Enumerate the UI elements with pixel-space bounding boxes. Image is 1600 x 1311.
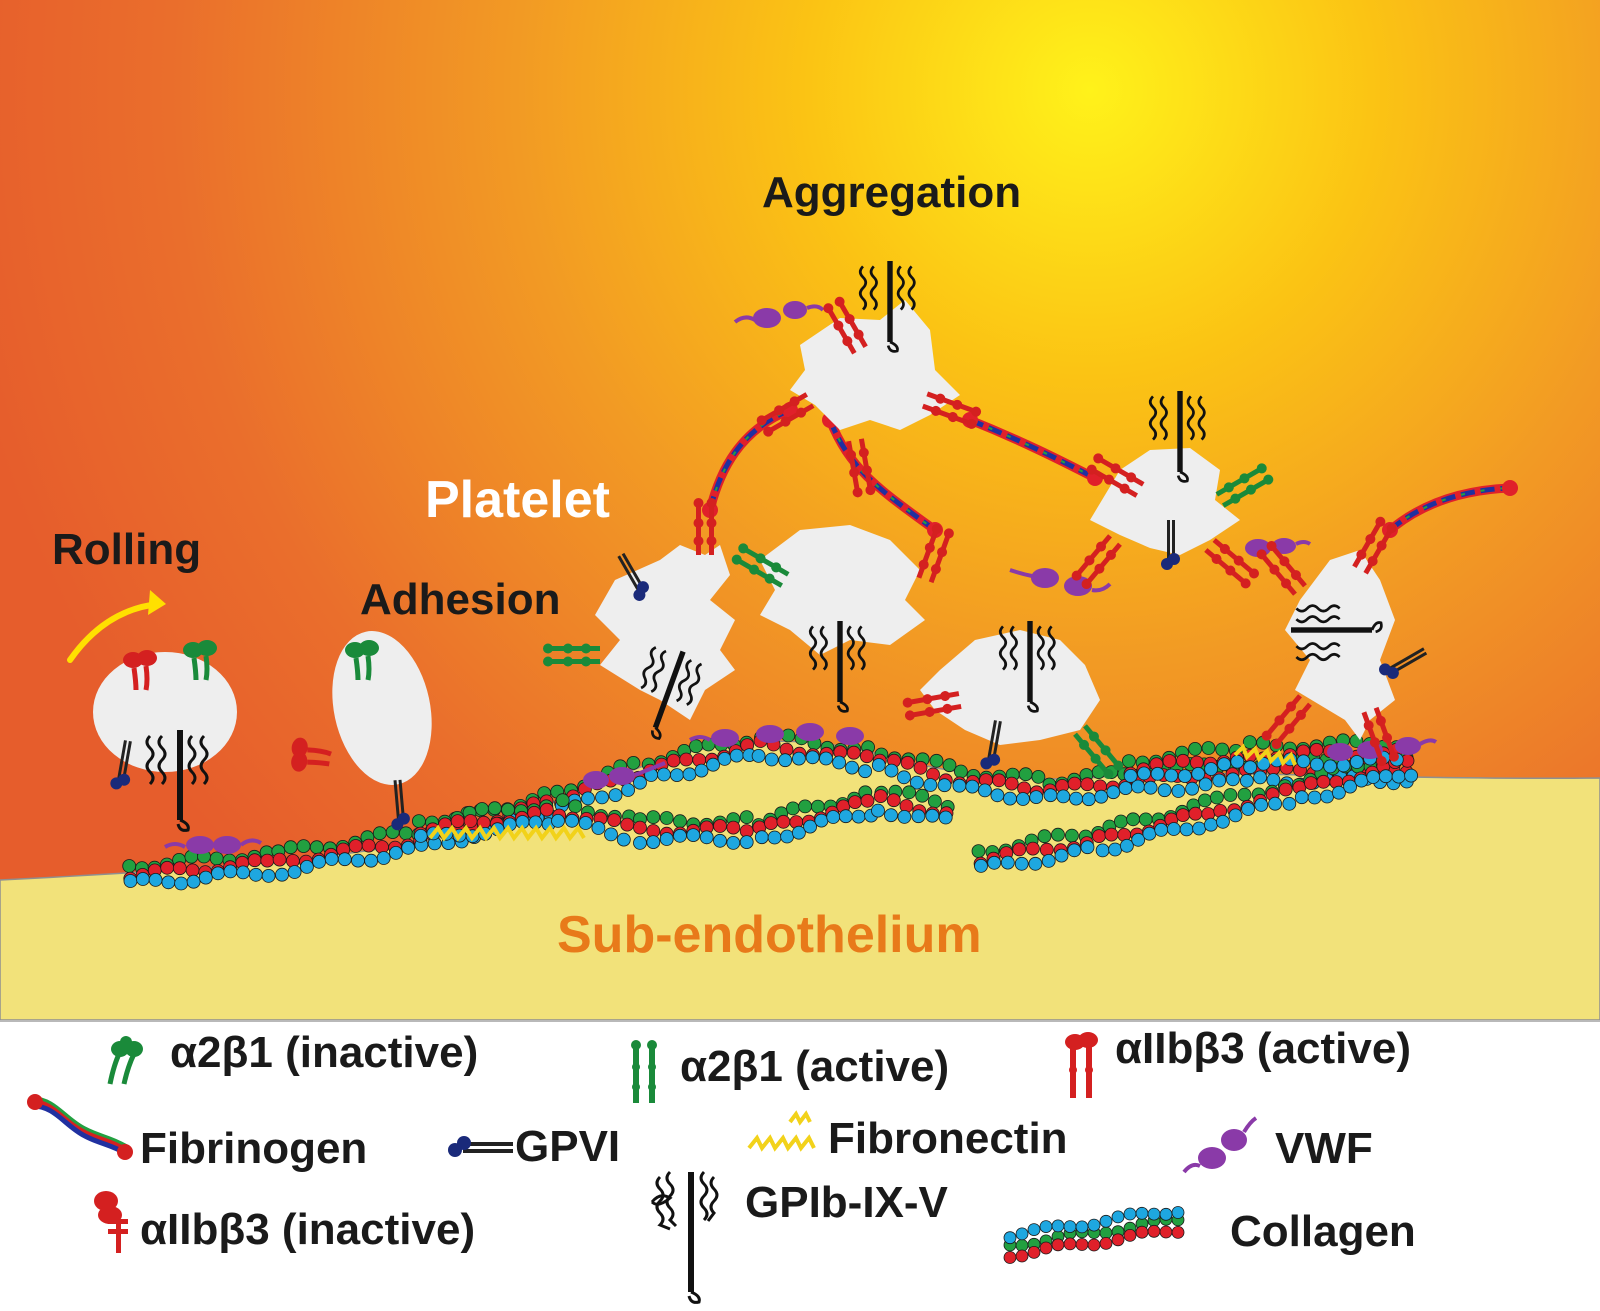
gpvi-receptor — [1161, 520, 1180, 570]
aiib3-active — [1361, 706, 1399, 767]
red-integrin-bent-icon — [94, 1191, 128, 1253]
legend-label-gpib: GPIb-IX-V — [745, 1178, 948, 1227]
gpib-complex — [998, 621, 1056, 713]
legend-label-aiib3-inactive: αIIbβ3 (inactive) — [140, 1205, 476, 1254]
a2b1-active — [543, 643, 600, 667]
a2b1-inactive — [183, 640, 217, 681]
aiib3-active — [693, 498, 717, 555]
legend-label-fibrinogen: Fibrinogen — [140, 1124, 368, 1173]
gpib-complex — [640, 646, 703, 740]
aiib3-active — [902, 691, 962, 721]
legend-label-aiib3-active: αIIbβ3 (active) — [1115, 1024, 1411, 1073]
platelet-activated — [760, 525, 925, 655]
aiib3-inactive — [123, 650, 157, 691]
gpib-complex — [1148, 391, 1206, 483]
aiib3-active — [1352, 516, 1397, 575]
collagen-fiber — [971, 745, 1418, 873]
aiib3-active — [1204, 538, 1260, 589]
a2b1-active — [1073, 724, 1124, 780]
gpib-complex — [808, 621, 866, 713]
fibronectin-strand — [1233, 743, 1297, 767]
gpvi-receptor — [391, 779, 410, 831]
fibrinogen-strand-icon — [27, 1094, 133, 1160]
green-integrin-bent-icon — [107, 1036, 143, 1085]
gpvi-receptor — [980, 720, 1002, 770]
vwf-icon — [1182, 1116, 1258, 1174]
aiib3-active — [1261, 694, 1312, 750]
scene-svg — [0, 0, 1600, 1020]
label-aggregation: Aggregation — [762, 168, 1022, 217]
green-integrin-extended-icon — [631, 1040, 657, 1103]
legend-label-a2b1-active: α2β1 (active) — [680, 1042, 950, 1091]
legend-label-collagen: Collagen — [1230, 1207, 1416, 1256]
gpib-complex — [1290, 604, 1383, 662]
aiib3-active — [1086, 453, 1145, 498]
fibronectin-strands — [428, 743, 1297, 842]
rolling-direction-arrow — [67, 601, 161, 663]
gpvi-receptor — [110, 740, 132, 790]
aiib3-active — [1071, 534, 1122, 590]
aiib3-inactive — [291, 737, 332, 772]
legend-label-a2b1-inactive: α2β1 (inactive) — [170, 1028, 479, 1077]
gpib-complex — [145, 730, 209, 832]
legend-label-fibronectin: Fibronectin — [828, 1114, 1068, 1163]
gpvi-receptor — [617, 552, 649, 601]
aiib3-active — [921, 391, 982, 429]
aiib3-active — [756, 392, 815, 437]
a2b1-active — [1215, 463, 1274, 508]
legend-label-vwf: VWF — [1275, 1124, 1373, 1173]
gpvi-receptor — [1379, 647, 1428, 679]
label-adhesion: Adhesion — [360, 575, 561, 624]
gpvi-receptor-icon — [448, 1136, 513, 1157]
platelet-aggregating — [790, 300, 960, 430]
collagen-fiber-icon — [1003, 1206, 1185, 1264]
fibronectin-strand — [428, 824, 586, 842]
vwf-molecule — [583, 761, 666, 789]
legend-label-gpvi: GPVI — [515, 1122, 621, 1171]
red-integrin-extended-icon — [1065, 1032, 1098, 1098]
vwf-molecule — [1327, 737, 1438, 761]
scene: Aggregation Platelet Rolling Adhesion Su… — [0, 0, 1600, 1020]
vwf-molecule — [733, 301, 825, 328]
aiib3-active — [916, 523, 954, 584]
platelet-activated — [920, 630, 1100, 745]
vwf-molecule — [688, 723, 864, 747]
aiib3-active — [1256, 540, 1307, 596]
label-subendothelium: Sub-endothelium — [557, 906, 982, 964]
legend: α2β1 (inactive) α2β1 (active) αIIbβ3 (ac… — [0, 1020, 1600, 1311]
label-platelet: Platelet — [425, 471, 610, 529]
aiib3-active — [823, 296, 868, 355]
rolling-arrow-head — [148, 590, 166, 615]
aiib3-active — [846, 438, 876, 498]
platelet-receptors — [110, 261, 1428, 832]
vwf-molecule — [163, 836, 263, 854]
fibronectin-coil-icon — [747, 1110, 816, 1152]
label-rolling: Rolling — [52, 525, 202, 574]
gpib-complex-icon — [650, 1170, 719, 1304]
collagen-fiber — [411, 784, 955, 850]
a2b1-active — [731, 543, 790, 588]
a2b1-inactive — [345, 640, 379, 681]
gpib-complex — [858, 261, 916, 353]
